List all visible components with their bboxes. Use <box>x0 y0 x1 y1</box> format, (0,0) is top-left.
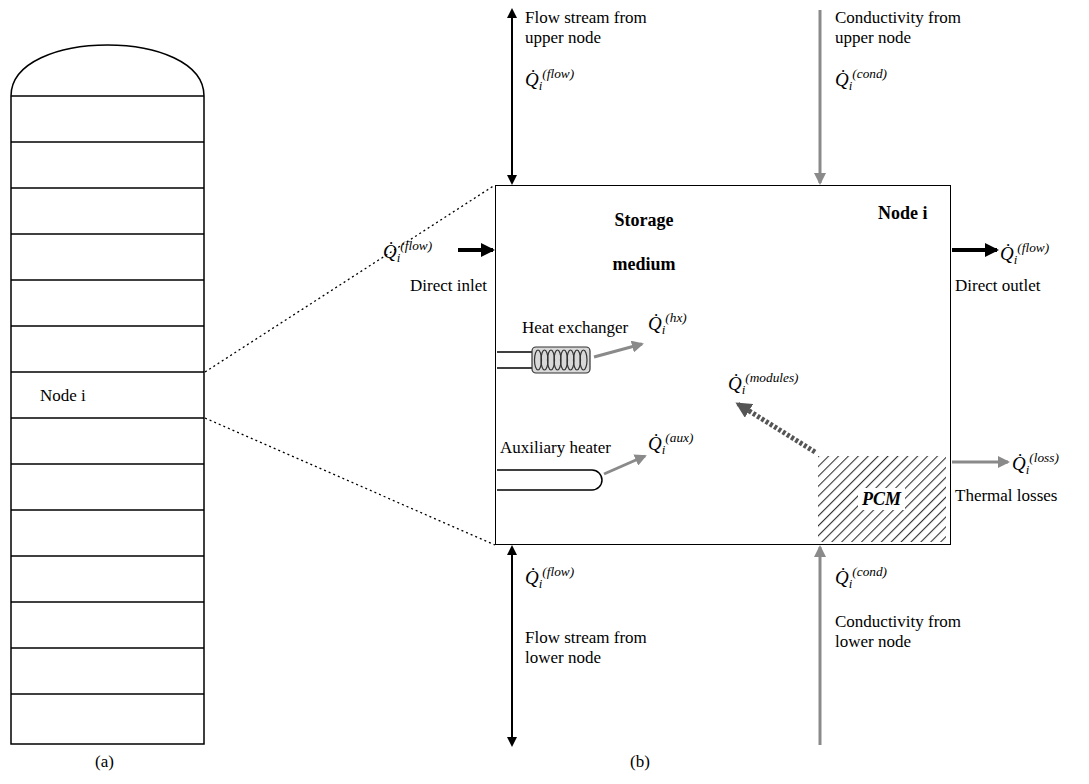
flow-arrow-upper <box>511 10 513 183</box>
inlet-arrow <box>458 248 493 252</box>
node-text: Node i <box>878 202 928 224</box>
zoom-line <box>205 185 495 372</box>
node-text: Node i <box>40 386 86 406</box>
annotation: Flow stream from upper node <box>525 8 665 48</box>
annotation: (a) <box>95 752 114 772</box>
heater-symbol <box>497 470 602 490</box>
drawing-part <box>497 367 532 369</box>
annotation: Conductivity from upper node <box>835 8 975 48</box>
annotation: Auxiliary heater <box>500 438 611 458</box>
annotation: (b) <box>630 752 650 772</box>
aux-arrow <box>604 456 645 474</box>
heat-flow-symbol: Q̇i(flow) <box>525 560 574 596</box>
heat-exchanger-symbol <box>497 347 590 373</box>
heat-flow-symbol: Q̇i(modules) <box>728 366 799 402</box>
tank-outline <box>10 20 205 745</box>
storage-tank: Node i <box>10 20 205 745</box>
heat-flow-symbol: Q̇i(flow) <box>1000 236 1049 272</box>
heat-flow-symbol: Q̇i(flow) <box>525 62 574 98</box>
cond-arrow-upper <box>819 10 822 183</box>
annotation: Direct inlet <box>410 276 487 296</box>
node-text: PCM <box>858 488 905 510</box>
loss-arrow <box>952 461 1008 464</box>
annotation: Flow stream from lower node <box>525 628 665 668</box>
node-text: Storage medium <box>596 198 692 286</box>
hx-arrow <box>594 344 642 357</box>
heat-flow-symbol: Q̇i(loss) <box>1012 446 1059 482</box>
node-box: Storage medium Node i PCM <box>495 185 951 545</box>
drawing-part <box>497 351 532 353</box>
heat-flow-symbol: Q̇i(cond) <box>835 560 887 596</box>
drawing-part <box>580 350 587 370</box>
heat-flow-symbol: Q̇i(hx) <box>648 306 687 342</box>
annotation: Heat exchanger <box>522 318 628 338</box>
flow-arrow-lower <box>511 547 513 745</box>
cond-arrow-lower <box>819 547 822 745</box>
outlet-arrow <box>952 248 997 252</box>
drawing-part <box>535 350 588 370</box>
heat-flow-symbol: Q̇i(cond) <box>835 62 887 98</box>
drawing-part <box>532 347 590 373</box>
modules-arrow <box>738 404 815 452</box>
connectors <box>205 185 495 545</box>
zoom-line <box>205 418 495 545</box>
heat-flow-symbol: Q̇i(aux) <box>648 426 693 462</box>
annotation: Direct outlet <box>955 276 1040 296</box>
annotation: Conductivity from lower node <box>835 612 975 652</box>
annotation: Thermal losses <box>955 486 1057 506</box>
pcm-module: PCM <box>818 456 946 542</box>
heat-flow-symbol: Q̇i(flow) <box>383 234 432 270</box>
